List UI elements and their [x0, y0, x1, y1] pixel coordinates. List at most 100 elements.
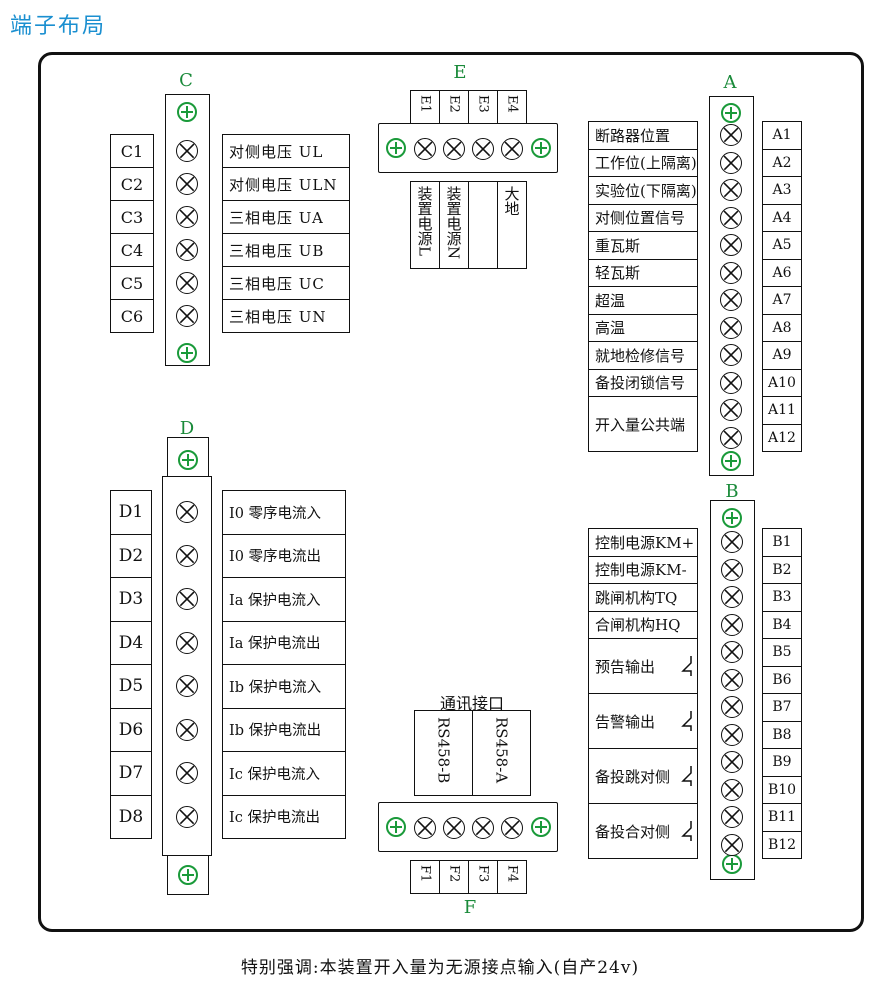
terminal-id-label: C2	[110, 167, 154, 201]
page-heading: 端子布局	[10, 14, 107, 39]
terminal-id-label: B3	[762, 583, 802, 612]
terminal-id-label: B12	[762, 830, 802, 859]
ground-icon	[721, 451, 741, 471]
block-a-label: A	[723, 72, 737, 93]
terminal-description: Ib 保护电流入	[222, 664, 346, 709]
ground-icon	[386, 817, 406, 837]
terminal-id-label: B2	[762, 555, 802, 584]
screw-terminal-icon	[721, 723, 743, 746]
terminal-description: 三相电压 UC	[222, 266, 350, 300]
terminal-id-label: B9	[762, 748, 802, 777]
screw-terminal-icon	[721, 806, 743, 828]
terminal-description: Ib 保护电流出	[222, 707, 346, 752]
screw-terminal-icon	[720, 344, 742, 366]
relay-contact-icon	[681, 821, 692, 841]
terminal-id-label: B11	[762, 803, 802, 832]
terminal-id-label: C6	[110, 299, 154, 333]
terminal-id-label: C5	[110, 266, 154, 300]
screw-terminal-icon	[176, 305, 198, 327]
screw-terminal-icon	[721, 696, 743, 718]
terminal-description: I0 零序电流入	[222, 490, 346, 535]
screw-terminal-icon	[176, 239, 198, 261]
terminal-id-label: D5	[110, 664, 152, 709]
terminal-id-label: B10	[762, 775, 802, 804]
terminal-id-label: D1	[110, 490, 152, 535]
screw-terminal-icon	[176, 631, 198, 654]
ground-icon	[386, 138, 406, 158]
terminal-id-label: A10	[762, 368, 802, 397]
screw-terminal-icon	[720, 234, 742, 256]
screw-terminal-icon	[176, 544, 198, 567]
screw-terminal-icon	[414, 817, 436, 839]
screw-terminal-icon	[414, 138, 436, 160]
screw-terminal-icon	[176, 501, 198, 523]
screw-terminal-icon	[720, 399, 742, 421]
block-f-label: F	[463, 897, 477, 918]
ground-icon	[177, 102, 197, 122]
block-e-terminal-strip	[378, 123, 558, 173]
screw-terminal-icon	[176, 588, 198, 610]
screw-terminal-icon	[176, 675, 198, 697]
comm-interface-title: 通讯接口	[439, 694, 504, 713]
ground-icon	[178, 450, 198, 470]
terminal-id-label: A8	[762, 313, 802, 342]
screw-terminal-icon	[721, 778, 743, 801]
terminal-id-label: D3	[110, 577, 152, 622]
relay-contact-icon	[681, 656, 692, 676]
terminal-id-label: D8	[110, 794, 152, 839]
block-d-label: D	[179, 418, 195, 439]
terminal-description: 重瓦斯	[588, 231, 698, 260]
screw-terminal-icon	[721, 668, 743, 691]
terminal-id-label: B8	[762, 720, 802, 749]
screw-terminal-icon	[720, 179, 742, 201]
ground-icon	[531, 138, 551, 158]
terminal-id-label: F4	[497, 860, 527, 894]
relay-contact-icon	[681, 711, 692, 731]
terminal-description: 装置电源L	[410, 181, 440, 269]
terminal-id-label: B7	[762, 693, 802, 722]
terminal-description: 大地	[497, 181, 527, 269]
terminal-description: Ic 保护电流出	[222, 794, 346, 839]
device-outline	[38, 52, 864, 932]
terminal-description: 三相电压 UN	[222, 299, 350, 333]
comm-port-label: RS458-B	[414, 710, 473, 796]
terminal-id-label: F2	[439, 860, 469, 894]
terminal-description: 对侧电压 UL	[222, 134, 350, 168]
terminal-id-label: A12	[762, 423, 802, 452]
terminal-description: 就地检修信号	[588, 341, 698, 370]
terminal-id-label: E4	[497, 90, 527, 124]
terminal-id-label: C4	[110, 233, 154, 267]
screw-terminal-icon	[176, 762, 198, 784]
terminal-description: 控制电源KM-	[588, 555, 698, 584]
footnote: 特别强调:本装置开入量为无源接点输入(自产24v)	[240, 958, 640, 978]
screw-terminal-icon	[443, 817, 465, 839]
screw-terminal-icon	[721, 833, 743, 856]
comm-port-label: RS458-A	[472, 710, 531, 796]
terminal-id-label: B5	[762, 638, 802, 667]
ground-icon	[721, 103, 741, 123]
screw-terminal-icon	[721, 531, 743, 553]
terminal-description: 备投跳对侧	[588, 748, 698, 804]
terminal-id-label: E2	[439, 90, 469, 124]
screw-terminal-icon	[176, 206, 198, 228]
terminal-description	[468, 181, 498, 269]
terminal-description: 超温	[588, 286, 698, 315]
terminal-id-label: C3	[110, 200, 154, 234]
terminal-description: 告警输出	[588, 693, 698, 749]
terminal-description: I0 零序电流出	[222, 533, 346, 578]
terminal-id-label: A5	[762, 231, 802, 260]
screw-terminal-icon	[721, 751, 743, 773]
screw-terminal-icon	[176, 140, 198, 162]
terminal-description: 三相电压 UA	[222, 200, 350, 234]
terminal-description: 高温	[588, 313, 698, 342]
ground-icon	[177, 343, 197, 363]
terminal-id-label: B1	[762, 528, 802, 557]
terminal-description: 合闸机构HQ	[588, 610, 698, 639]
terminal-description: 三相电压 UB	[222, 233, 350, 267]
terminal-description: 开入量公共端	[588, 396, 698, 452]
block-d-terminal-strip	[162, 476, 212, 856]
terminal-description: 跳闸机构TQ	[588, 583, 698, 612]
terminal-id-label: F1	[410, 860, 440, 894]
block-f-terminal-strip	[378, 802, 558, 852]
terminal-description: 预告输出	[588, 638, 698, 694]
